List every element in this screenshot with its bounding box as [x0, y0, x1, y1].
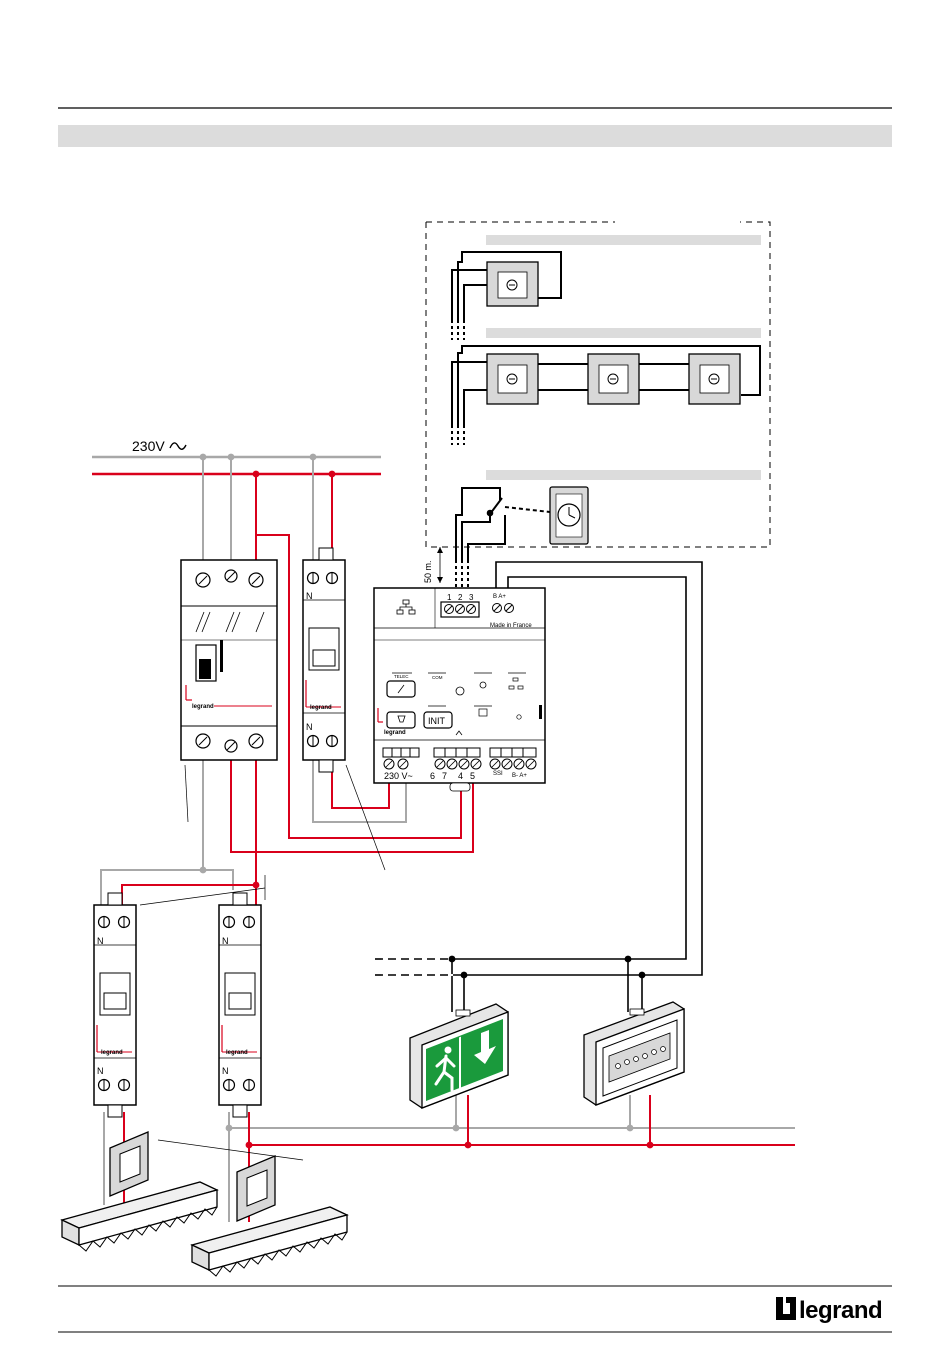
neutral-mark: N [97, 936, 104, 946]
brand-wordmark: legrand [799, 1297, 882, 1324]
push-button-icon [487, 262, 538, 306]
luminaire-1 [62, 1182, 217, 1251]
terminal-label-1: 1 [447, 593, 452, 602]
push-button-icon [689, 354, 740, 404]
luminaire-2 [192, 1207, 347, 1276]
central-unit: 1 2 3 B A+ Made in France TELEC COM INIT [374, 588, 545, 791]
status-indicator [480, 682, 486, 688]
distance-marker: 50 m. [423, 547, 443, 583]
emergency-light [584, 1002, 684, 1105]
terminal-label-2: 2 [458, 593, 463, 602]
supply-label: 230V [132, 438, 165, 454]
telec-label: TELEC [394, 674, 409, 679]
phase-junctions [246, 882, 654, 1149]
push-button-icon [487, 354, 538, 404]
bus-label-top: B A+ [493, 594, 506, 600]
supply-terminal-label: 230 V~ [384, 771, 413, 781]
com-indicator [456, 687, 464, 695]
light-switch-1 [110, 1132, 148, 1196]
residual-current-device: legrand [181, 560, 277, 760]
neutral-mark: N [306, 722, 313, 732]
ac-symbol [170, 443, 186, 449]
exit-sign-icon [410, 1004, 508, 1108]
terminal-5: 5 [470, 771, 475, 781]
terminal-6: 6 [430, 771, 435, 781]
device-logo: legrand [310, 705, 332, 711]
terminal-7: 7 [442, 771, 447, 781]
made-in-label: Made in France [490, 623, 532, 629]
unit-logo: legrand [384, 730, 406, 736]
distance-label: 50 m. [423, 560, 433, 583]
callout-lines [140, 765, 385, 1160]
remote-command-area [426, 222, 770, 590]
bus-label-bottom: B- A+ [512, 773, 527, 779]
neutral-mark: N [222, 1066, 229, 1076]
breaker-central-supply: N N legrand [303, 548, 345, 772]
light-switch-2 [237, 1156, 275, 1221]
neutral-mark: N [222, 936, 229, 946]
com-label: COM [432, 675, 443, 680]
section-band-2 [486, 328, 761, 338]
breaker-circuit-1: N N legrand [94, 893, 136, 1117]
terminal-label-3: 3 [469, 593, 474, 602]
neutral-mark: N [97, 1066, 104, 1076]
time-switch-wiring [456, 488, 550, 590]
terminal-4: 4 [458, 771, 463, 781]
neutral-mark: N [306, 591, 313, 601]
device-logo: legrand [101, 1050, 123, 1056]
device-logo: legrand [226, 1050, 248, 1056]
supply-lines: 230V [92, 438, 381, 477]
section-band-1 [486, 235, 761, 245]
device-logo: legrand [192, 704, 214, 710]
clock-icon [550, 487, 588, 544]
init-label: INIT [428, 716, 446, 726]
title-band [58, 125, 892, 147]
ssi-label: SSI [493, 771, 503, 777]
section-band-3 [486, 470, 761, 480]
legrand-logo-icon: legrand [776, 1297, 882, 1324]
breaker-circuit-2: N N legrand [219, 893, 261, 1117]
lamp-test-button [387, 712, 415, 728]
push-button-icon [588, 354, 639, 404]
